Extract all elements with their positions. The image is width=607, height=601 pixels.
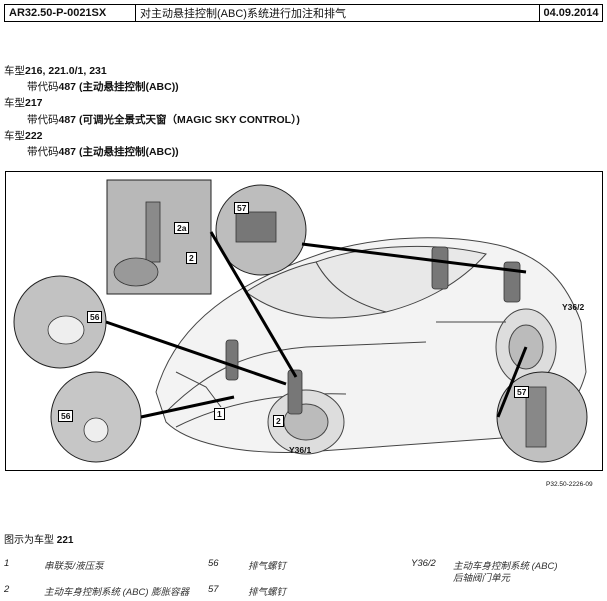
document-title: 对主动悬挂控制(ABC)系统进行加注和排气: [136, 5, 540, 21]
legend-text: 主动车身控制系统 (ABC) 膨胀容器: [44, 587, 190, 598]
callout-y36-2: Y36/2: [562, 302, 585, 312]
legend-item: 57: [208, 584, 219, 595]
callout-57: 57: [234, 202, 250, 214]
car-drawing: [13, 179, 588, 463]
legend-item: 1: [4, 558, 10, 569]
model-line: 车型217: [4, 97, 43, 110]
legend-text: 后轴阀门单元: [453, 573, 511, 584]
figure-caption: 图示为车型 221: [4, 535, 74, 546]
legend-item: 56: [208, 558, 219, 569]
callout-1: 1: [214, 408, 225, 420]
model-applicability-list: 车型216, 221.0/1, 231 带代码487 (主动悬挂控制(ABC))…: [4, 63, 300, 160]
callout-56: 56: [58, 410, 74, 422]
figure-id: P32.50-2226-09: [546, 481, 593, 488]
code-line: 带代码487 (主动悬挂控制(ABC)): [27, 81, 179, 94]
legend-text: 排气螺钉: [248, 561, 287, 572]
legend-item: 2: [4, 584, 10, 595]
technical-illustration: 2a 2 57 56 56 57 Y36/2 Y36/1 1 2: [5, 171, 603, 471]
model-line: 车型222: [4, 129, 43, 142]
legend-text: 排气螺钉: [248, 587, 287, 598]
legend-text: 主动车身控制系统 (ABC): [453, 561, 558, 572]
callout-56: 56: [87, 311, 103, 323]
model-line: 车型216, 221.0/1, 231: [4, 65, 107, 77]
callout-2: 2: [186, 252, 197, 264]
callout-2: 2: [273, 415, 284, 427]
legend-text: 串联泵/液压泵: [44, 561, 104, 572]
document-date: 04.09.2014: [543, 7, 599, 19]
legend-item: Y36/2: [411, 558, 436, 569]
document-code: AR32.50-P-0021SX: [5, 5, 136, 21]
callout-2a: 2a: [174, 222, 190, 234]
callout-y36-1: Y36/1: [289, 445, 312, 455]
code-line: 带代码487 (可调光全景式天窗（MAGIC SKY CONTROL）): [27, 113, 300, 126]
document-header: AR32.50-P-0021SX 对主动悬挂控制(ABC)系统进行加注和排气 0…: [4, 4, 603, 22]
callout-57: 57: [514, 386, 530, 398]
code-line: 带代码487 (主动悬挂控制(ABC)): [27, 146, 179, 159]
